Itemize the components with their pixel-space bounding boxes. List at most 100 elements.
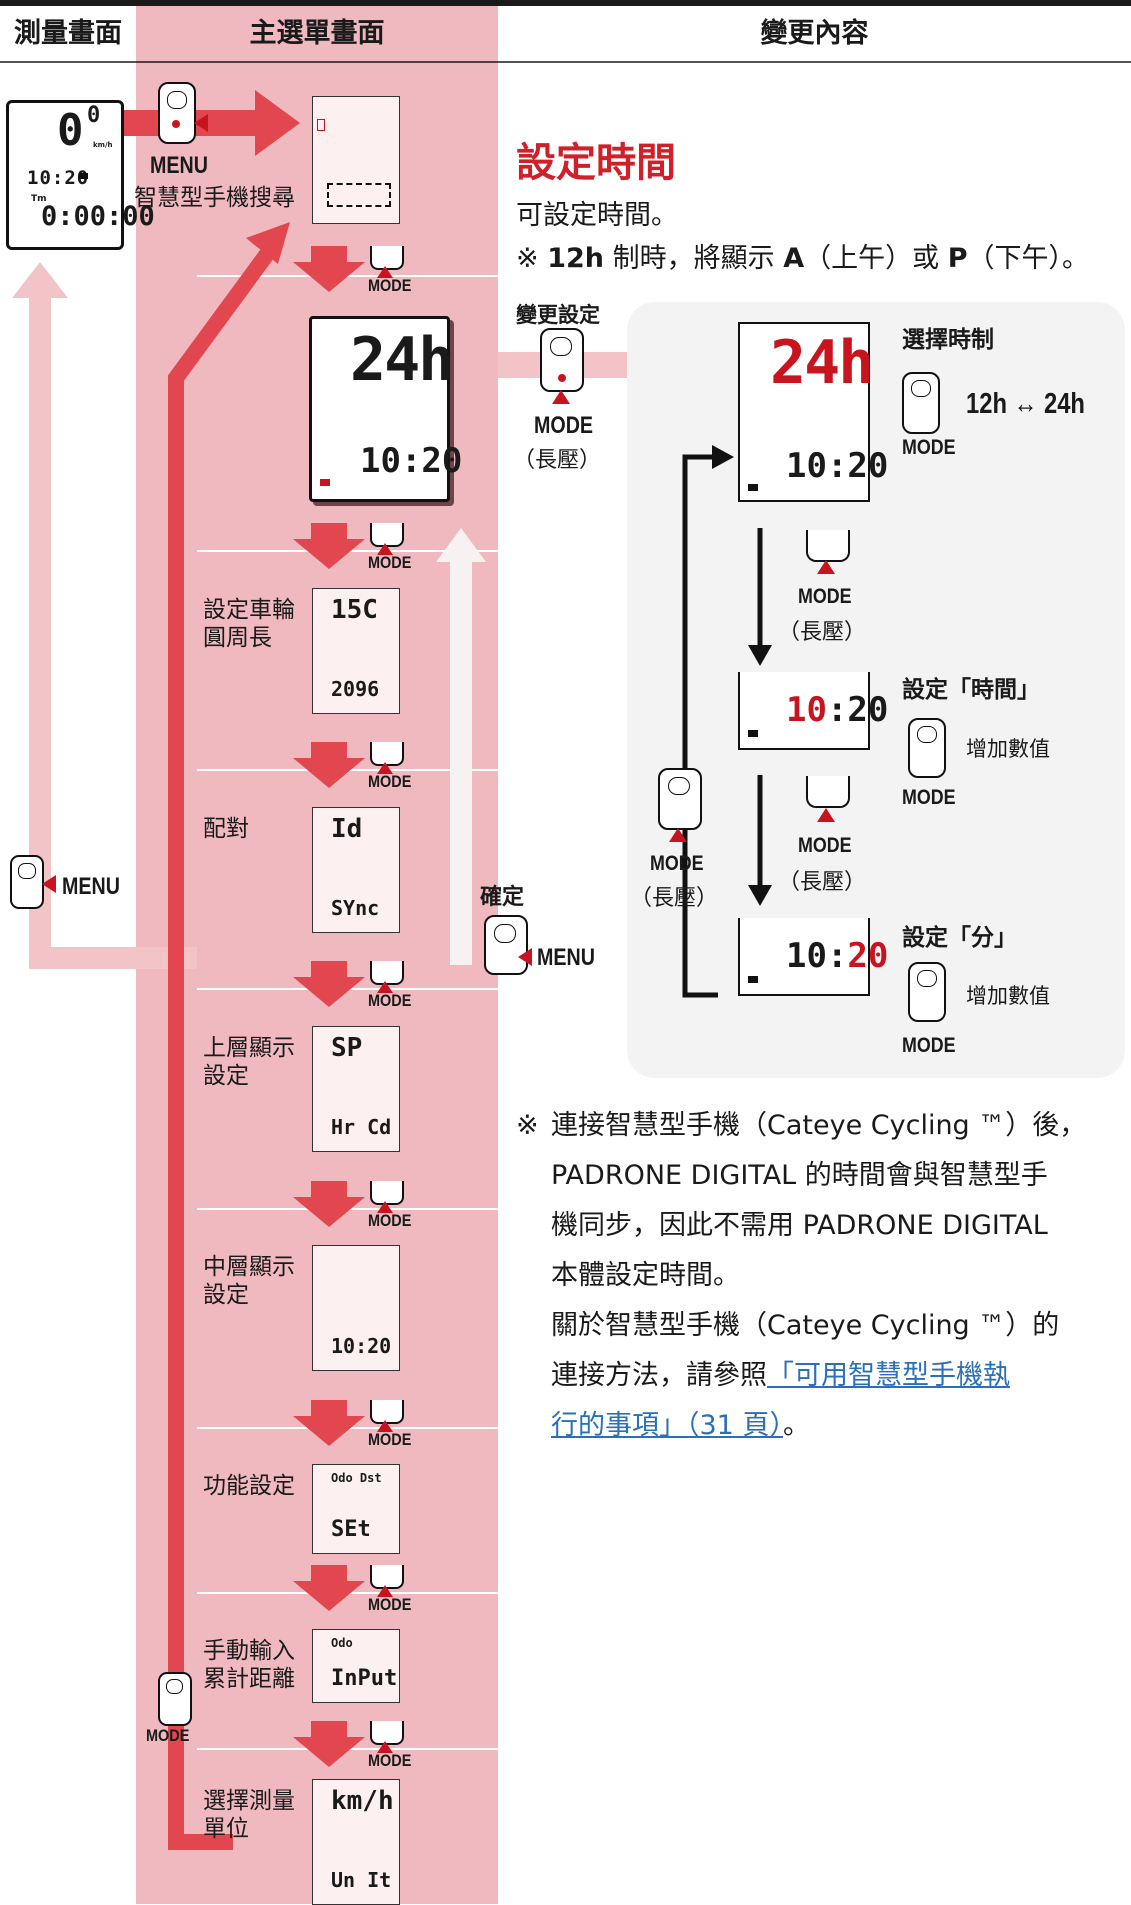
link-smartphone-features[interactable]: 「可用智慧型手機執	[767, 1360, 1010, 1391]
battery-icon	[748, 484, 758, 491]
battery-icon	[748, 730, 758, 737]
mode-label-loop: MODE	[146, 1726, 190, 1745]
phone-icon	[317, 119, 325, 131]
header-measure: 測量畫面	[14, 18, 122, 49]
mode-button-loop-panel[interactable]	[658, 768, 702, 830]
press-indicator-icon	[377, 1201, 393, 1213]
press-indicator-icon	[377, 1420, 393, 1432]
mode-label-step-2: MODE	[368, 553, 412, 572]
mode-label-down-1: MODE	[798, 585, 852, 608]
set-minute-label: 設定「分」	[902, 925, 1017, 951]
footnote-line-4: 本體設定時間。	[551, 1260, 740, 1291]
mode-label-step-7: MODE	[368, 1595, 412, 1614]
menu-item-lcd-bottom: Hr Cd	[331, 1115, 392, 1139]
mode-label-hour: MODE	[902, 786, 956, 809]
lcd-time-setting[interactable]: 24h 10:20	[309, 316, 462, 502]
press-indicator-icon	[817, 560, 835, 574]
mode-button-minute[interactable]	[908, 962, 946, 1022]
menu-button-top[interactable]	[158, 82, 196, 144]
press-indicator-icon	[817, 808, 835, 822]
footnote-line-1: 連接智慧型手機（Cateye Cycling ™）後，	[551, 1110, 1087, 1141]
menu-button-left[interactable]	[10, 855, 44, 909]
menu-item-label: 功能設定	[203, 1473, 295, 1499]
increase-minute-label: 增加數值	[966, 984, 1050, 1008]
press-indicator-icon	[42, 875, 56, 893]
panel-lcd-minute-value: 10:20	[786, 936, 889, 976]
press-indicator-icon	[669, 828, 687, 842]
mode-button-format[interactable]	[902, 372, 940, 434]
lcd-time-value: 10:20	[360, 441, 463, 481]
press-indicator-icon	[377, 543, 393, 555]
increase-hour-label: 增加數值	[966, 737, 1050, 761]
menu-item-lcd-top: Odo Dst	[331, 1471, 382, 1485]
mode-label-step-8: MODE	[368, 1751, 412, 1770]
panel-lcd-hour-value: 10:20	[786, 690, 889, 730]
press-indicator-icon	[377, 266, 393, 278]
menu-item-lcd-top: Odo	[331, 1636, 353, 1650]
menu-item-lcd[interactable]: 10:20	[312, 1245, 400, 1371]
lcd-tm-value: 0:00:00	[41, 201, 155, 232]
lcd-smartphone-search	[312, 96, 400, 224]
confirm-menu-label: MENU	[537, 944, 595, 971]
mode-label-step-3: MODE	[368, 772, 412, 791]
mode-button-change[interactable]	[540, 328, 584, 392]
select-format-label: 選擇時制	[902, 327, 994, 353]
menu-item-label: 手動輸入 累計距離	[203, 1638, 295, 1692]
mode-button-down-1[interactable]	[806, 530, 850, 562]
footnote-line-5: 關於智慧型手機（Cateye Cycling ™）的	[551, 1310, 1060, 1341]
menu-item-lcd-bottom: InPut	[331, 1666, 398, 1691]
mode-label-format: MODE	[902, 436, 956, 459]
lcd-clock: 10:20	[27, 167, 90, 189]
lcd-unit: km/h	[93, 141, 113, 149]
long-press-label: （長壓）	[513, 448, 602, 473]
menu-item-label: 選擇測量 單位	[203, 1788, 295, 1842]
press-indicator-icon	[518, 948, 532, 966]
press-indicator-icon	[377, 1585, 393, 1597]
menu-label-top: MENU	[150, 152, 208, 179]
link-smartphone-features-cont[interactable]: 行的事項」（31 頁）	[551, 1410, 783, 1441]
note-12h: ※ 12h 制時，將顯示 A（上午）或 P（下午）。	[516, 243, 1089, 274]
battery-icon	[748, 976, 758, 983]
panel-lcd-minute: 10:20	[738, 918, 888, 996]
lcd-speed: 0	[57, 105, 85, 156]
long-press-down-2: （長壓）	[778, 870, 867, 895]
page-title: 設定時間	[516, 140, 676, 186]
confirm-menu-button[interactable]	[484, 915, 528, 975]
press-indicator-icon	[377, 762, 393, 774]
confirm-label: 確定	[480, 885, 525, 910]
measure-lcd: 0 0 km/h 10:20 Tm 0:00:00	[6, 100, 155, 250]
mode-label-step-1: MODE	[368, 276, 412, 295]
mode-button-down-2[interactable]	[806, 776, 850, 808]
battery-icon	[320, 479, 330, 486]
change-setting-label: 變更設定	[516, 303, 600, 327]
header-main-menu: 主選單畫面	[249, 18, 385, 49]
footnote-mark: ※	[516, 1110, 539, 1141]
mode-label-step-6: MODE	[368, 1430, 412, 1449]
mode-button-loop[interactable]	[158, 1672, 192, 1726]
footnote-line-6: 連接方法，請參照「可用智慧型手機執	[551, 1360, 1010, 1391]
menu-item-lcd[interactable]: SP Hr Cd	[312, 1026, 400, 1152]
press-indicator-icon	[377, 981, 393, 993]
footnote-line-7: 行的事項」（31 頁）。	[551, 1410, 810, 1441]
press-indicator-icon	[552, 390, 570, 404]
menu-item-lcd-top: SP	[331, 1033, 363, 1063]
menu-item-lcd-bottom: 10:20	[331, 1334, 392, 1358]
menu-item-lcd-bottom: 2096	[331, 677, 380, 701]
press-indicator-icon	[194, 114, 208, 132]
menu-label-left: MENU	[62, 873, 120, 900]
menu-item-lcd-top: km/h	[331, 1786, 394, 1816]
mode-label-minute: MODE	[902, 1034, 956, 1057]
menu-item-label: 配對	[203, 816, 249, 842]
panel-lcd-time: 10:20	[786, 446, 889, 486]
mode-button-hour[interactable]	[908, 718, 946, 778]
header-change: 變更內容	[760, 18, 869, 49]
lcd-tm-label: Tm	[31, 194, 47, 204]
mode-label-step-4: MODE	[368, 991, 412, 1010]
menu-item-label: 設定車輪 圓周長	[203, 597, 295, 651]
mode-label-step-5: MODE	[368, 1211, 412, 1230]
